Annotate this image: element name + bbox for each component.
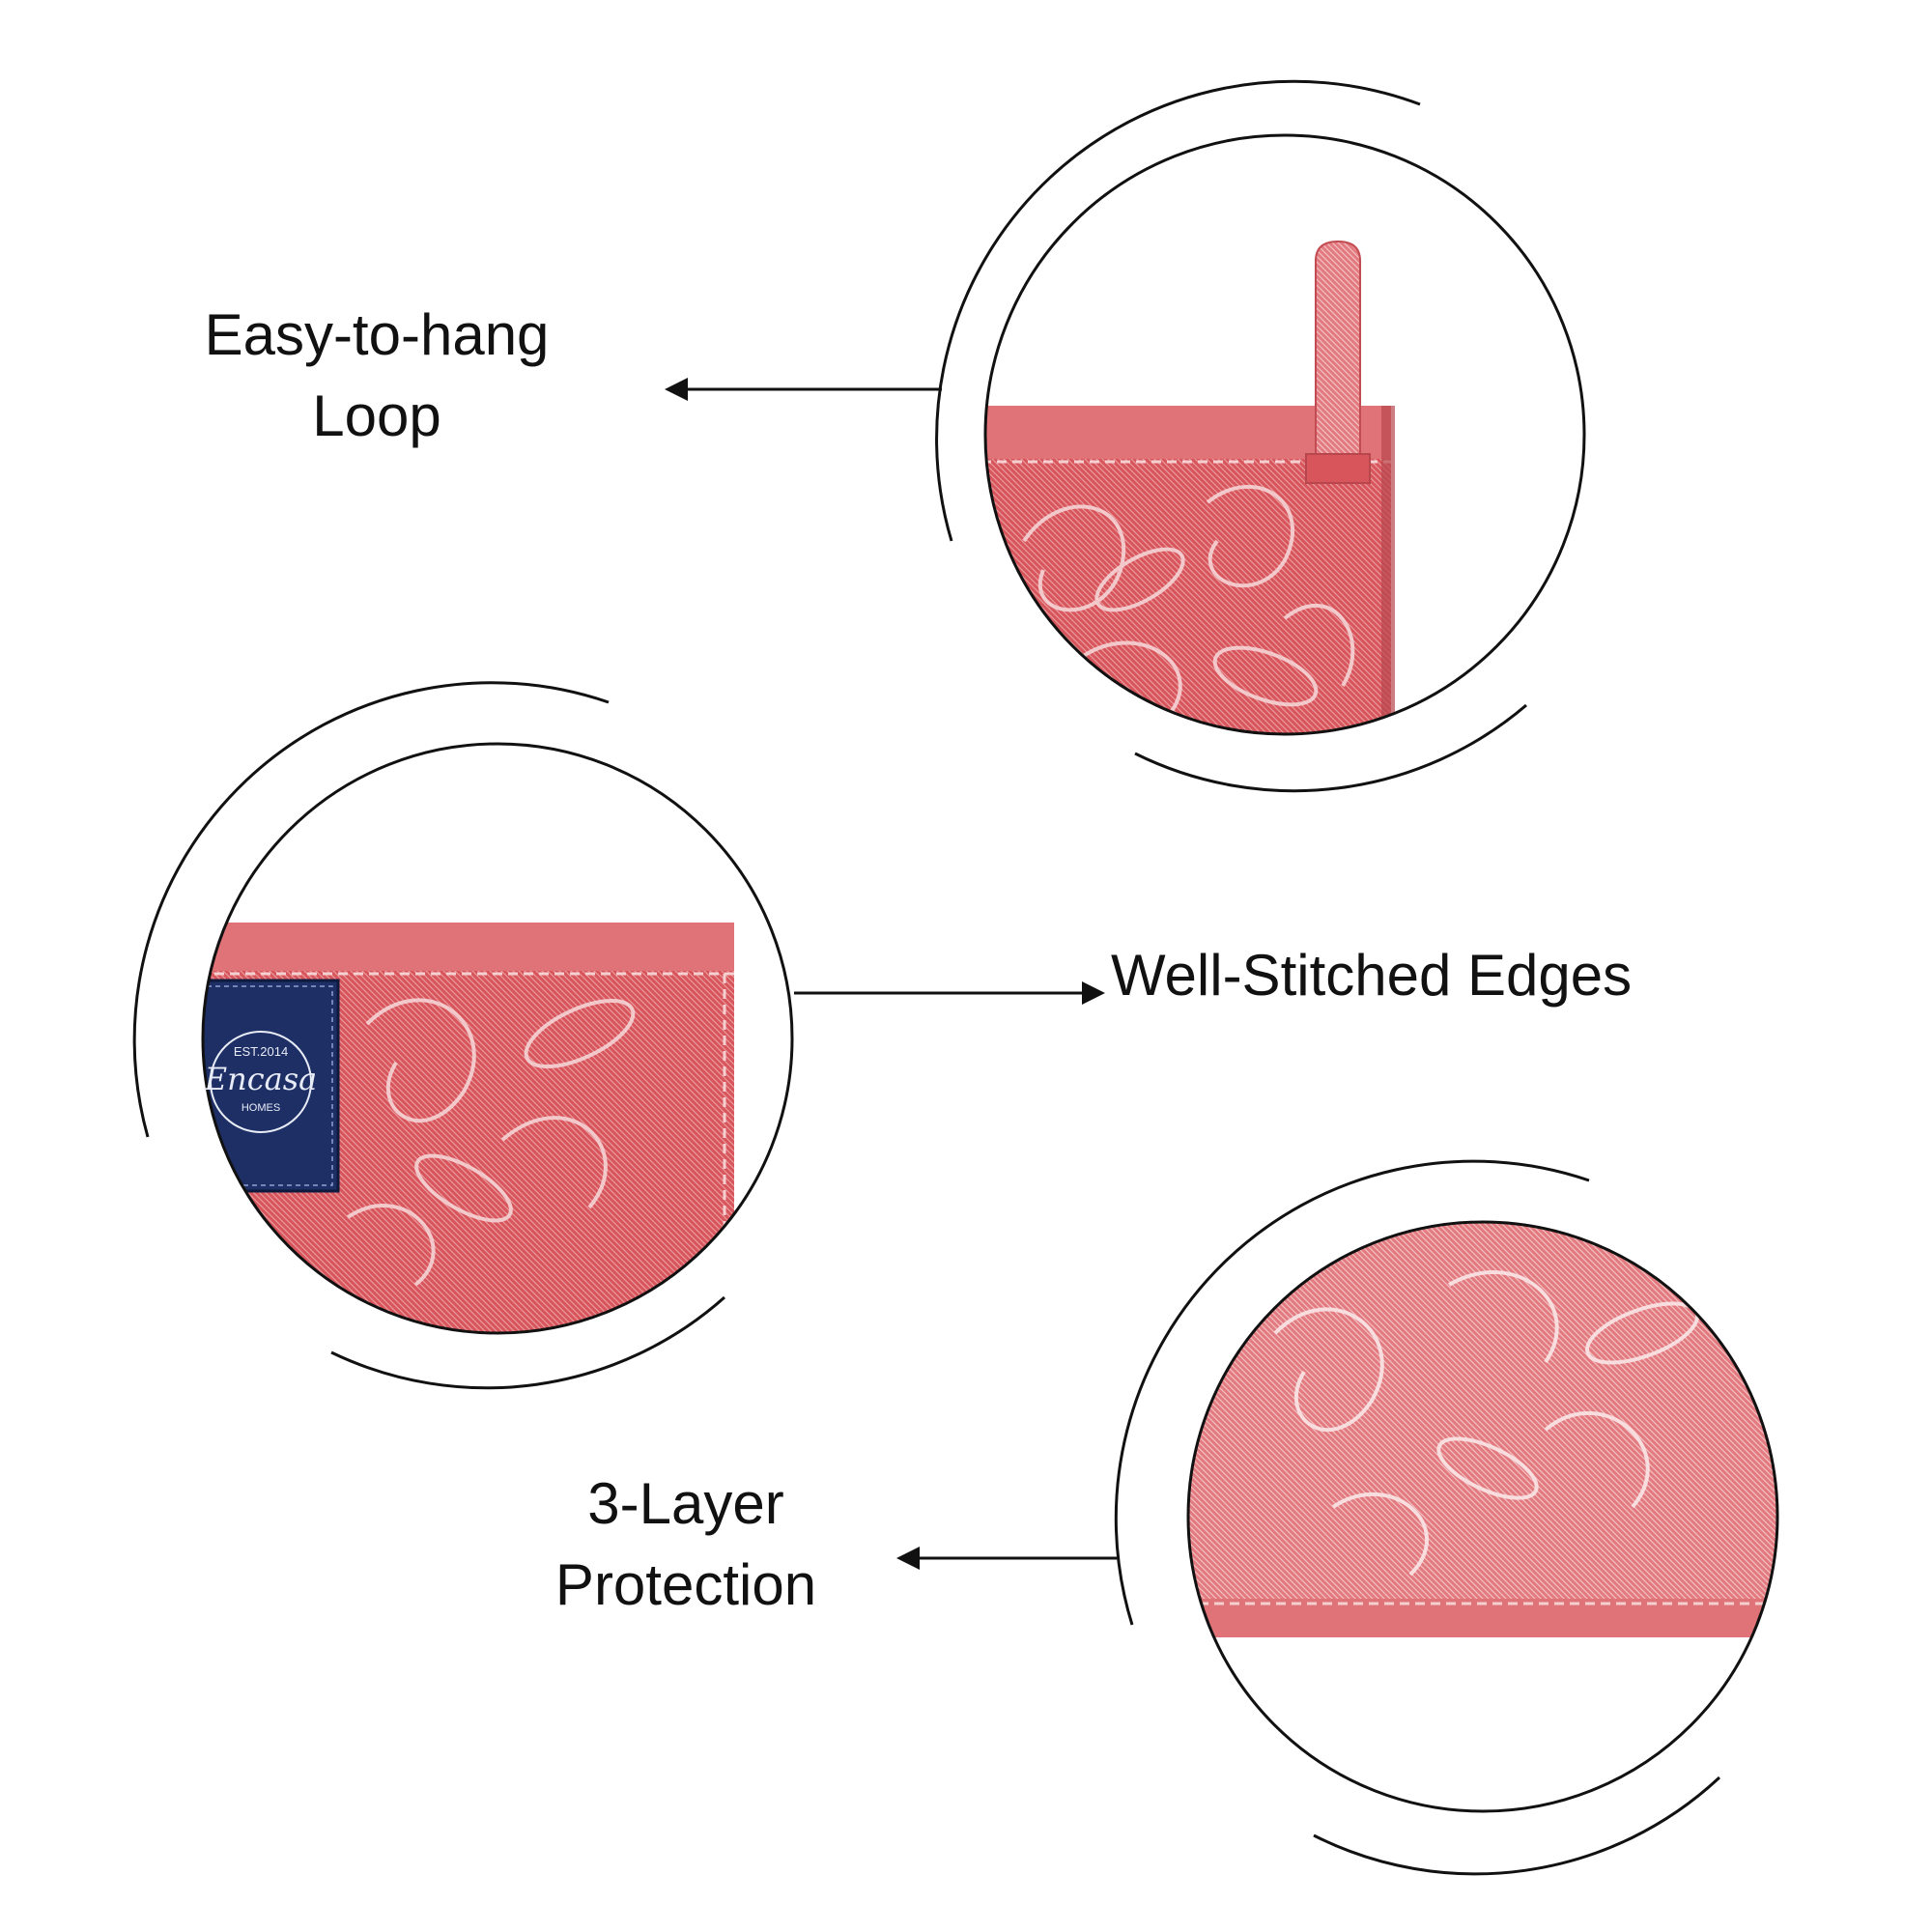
- layers-arc-upper: [1114, 1159, 1590, 1626]
- brand-logo-ring: [210, 1031, 312, 1133]
- layers-detail-photo: [1186, 1220, 1779, 1813]
- layers-arrow-head: [896, 1547, 920, 1570]
- edges-callout-label: Well-Stitched Edges: [1111, 935, 1787, 1016]
- layers-arc-lower: [1313, 1776, 1721, 1876]
- loop-callout-line1: Easy-to-hang: [204, 302, 550, 367]
- brand-tag-name: Encasa: [204, 1061, 317, 1097]
- layers-callout-line2: Protection: [554, 1552, 817, 1617]
- edges-callout-line1: Well-Stitched Edges: [1111, 943, 1633, 1008]
- loop-callout-label: Easy-to-hang Loop: [126, 295, 628, 457]
- edges-arc-upper: [132, 681, 610, 1138]
- edges-arrow-head: [1082, 981, 1105, 1005]
- loop-arc-upper: [935, 79, 1421, 542]
- layers-callout-line1: 3-Layer: [587, 1471, 784, 1536]
- loop-detail-photo: [983, 133, 1586, 736]
- loop-arc-lower: [1134, 703, 1527, 793]
- loop-arrow-head: [665, 378, 688, 401]
- edges-arc-lower: [330, 1295, 725, 1390]
- brand-tag-sub: HOMES: [242, 1102, 280, 1114]
- brand-tag-est: EST.2014: [234, 1044, 288, 1059]
- loop-callout-line2: Loop: [312, 384, 441, 448]
- layers-callout-label: 3-Layer Protection: [483, 1463, 889, 1626]
